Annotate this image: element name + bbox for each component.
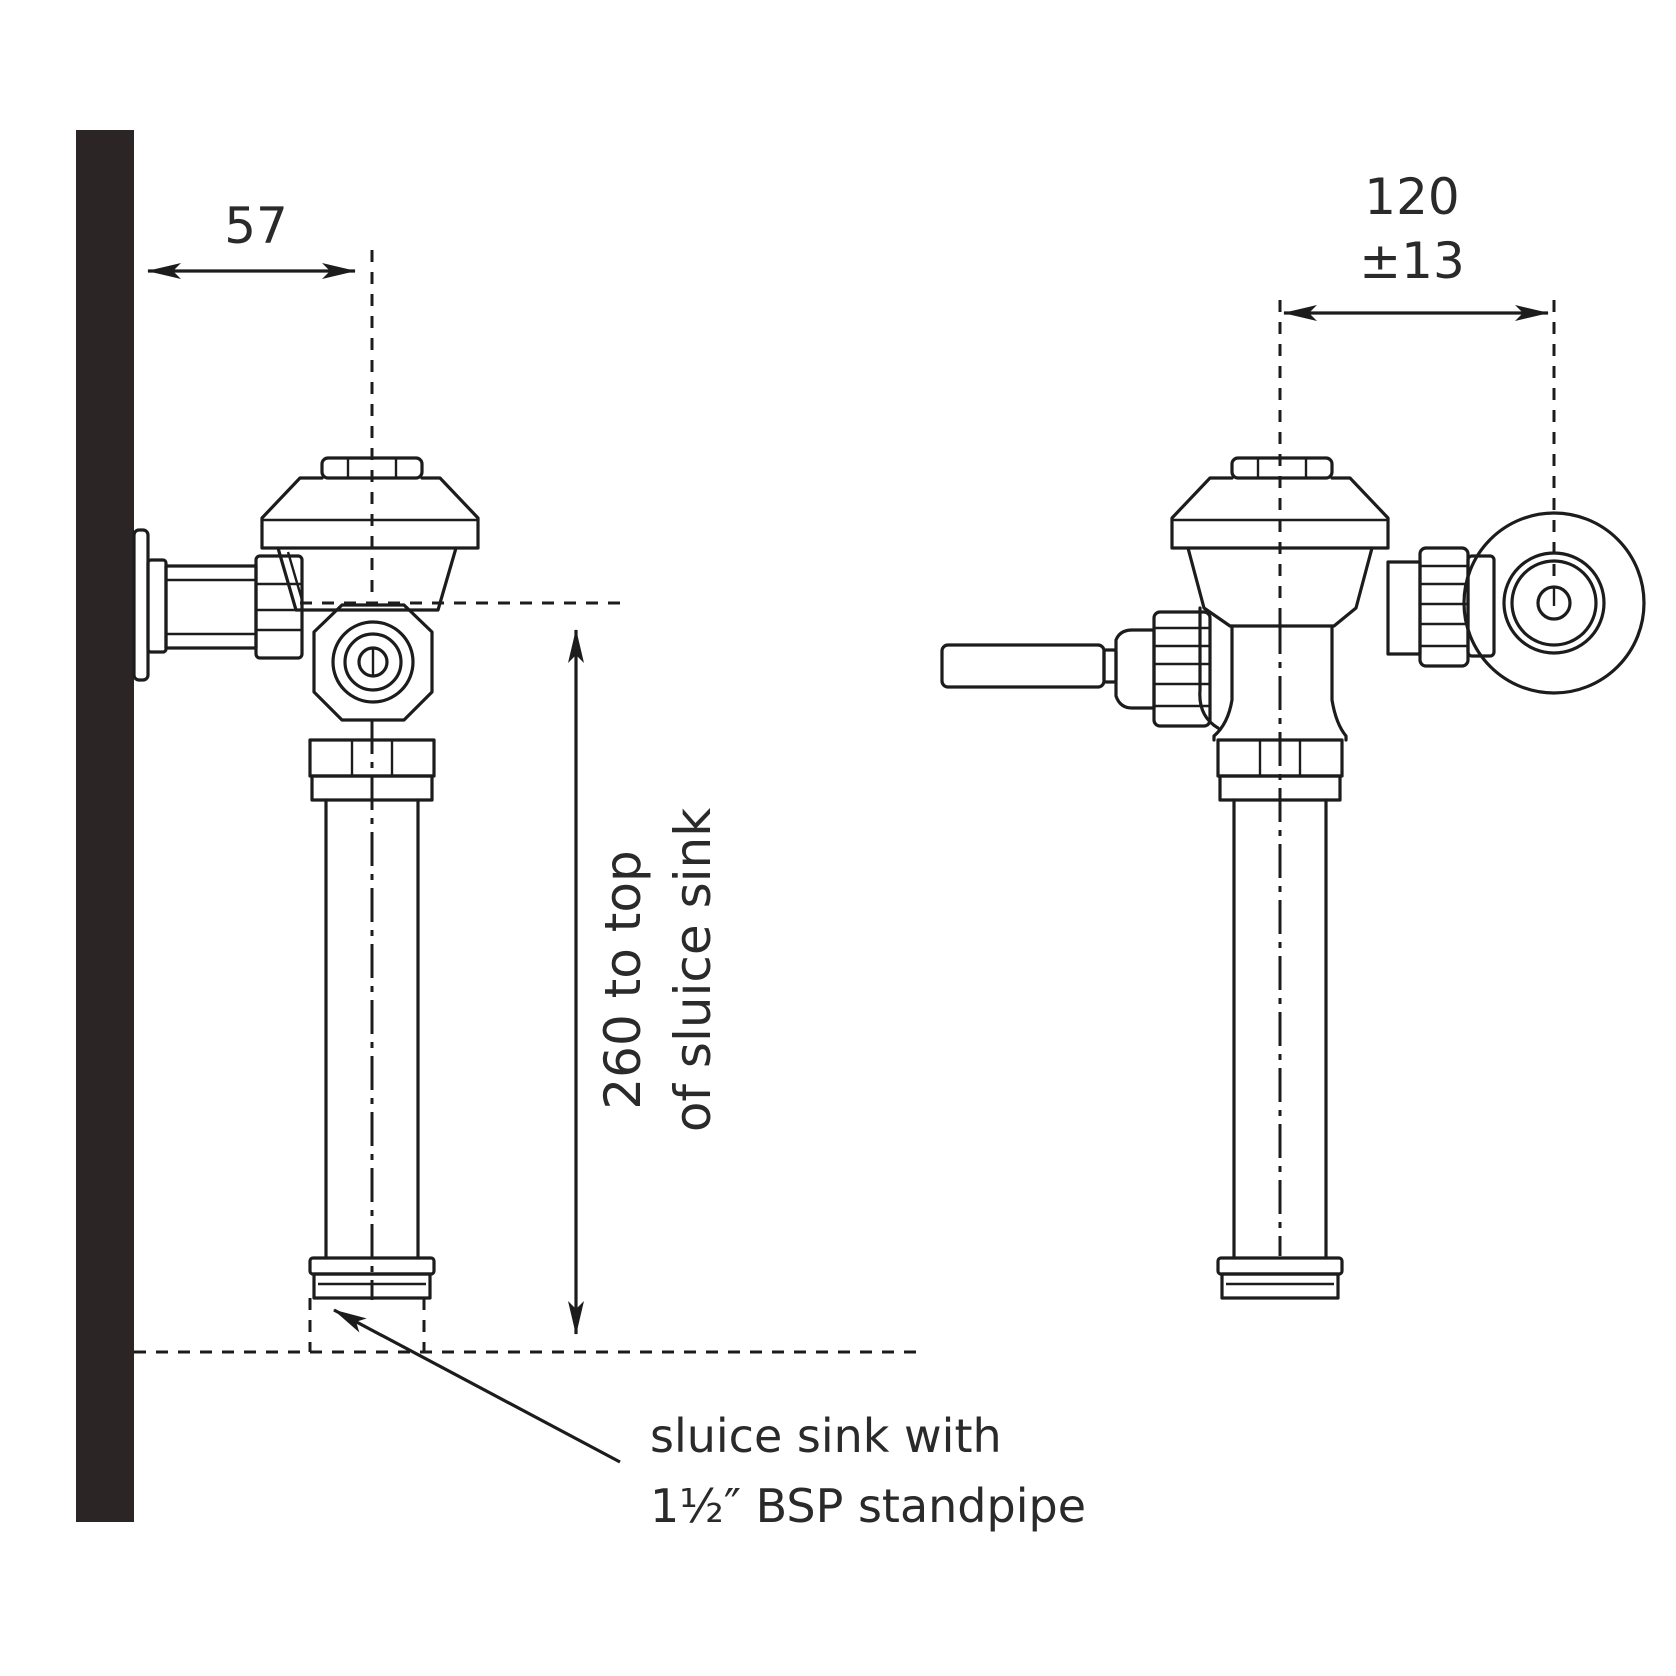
dimension-lateral-offset: 120 ±13: [1283, 168, 1549, 321]
front-view-flush-valve: [940, 300, 1646, 1300]
dimension-lateral-tolerance-label: ±13: [1359, 232, 1465, 290]
standpipe-leader-arrow: [333, 1308, 621, 1464]
dimension-wall-offset-label: 57: [224, 197, 288, 255]
dimension-height: 260 to top of sluice sink: [568, 629, 722, 1335]
dimension-lateral-offset-label: 120: [1364, 168, 1459, 226]
standpipe-note-line1: sluice sink with: [650, 1409, 1002, 1463]
dimension-height-line2: of sluice sink: [664, 808, 722, 1132]
side-view-flush-valve: [132, 250, 480, 1352]
wall: [76, 130, 134, 1522]
standpipe-note-line2: 1½″ BSP standpipe: [650, 1479, 1086, 1533]
dimension-wall-offset: 57: [147, 197, 356, 279]
dimension-height-line1: 260 to top: [594, 850, 652, 1109]
